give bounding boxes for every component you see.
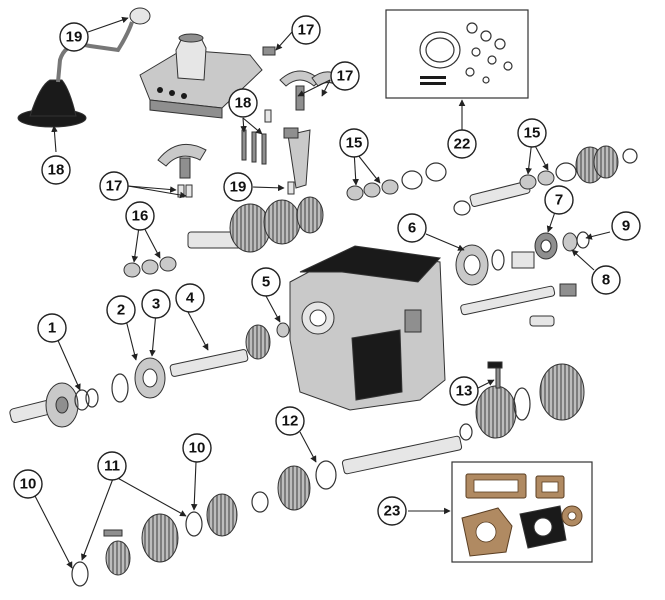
pilot-bearing (276, 322, 290, 338)
svg-text:6: 6 (408, 220, 416, 237)
callout-18: 18 (228, 88, 258, 118)
callout-7: 7 (544, 185, 574, 215)
shift-lever (56, 7, 151, 83)
shift-fork-left (157, 143, 207, 179)
idler-shaft (453, 181, 531, 216)
callout-9: 9 (611, 211, 641, 241)
callout-19: 17 (291, 15, 321, 45)
snap-ring (111, 373, 129, 403)
svg-text:5: 5 (262, 274, 270, 291)
callout-8: 8 (591, 265, 621, 295)
needle-bearings-left (123, 256, 177, 278)
leader-lines (33, 16, 611, 569)
svg-text:18: 18 (235, 95, 252, 112)
seal-kit-box (385, 9, 529, 99)
svg-text:10: 10 (189, 440, 206, 457)
mainshaft (341, 423, 473, 475)
needle-bearings-upper (346, 162, 447, 201)
svg-text:4: 4 (186, 290, 195, 307)
input-bearing (134, 357, 166, 399)
svg-text:9: 9 (622, 218, 630, 235)
svg-text:19: 19 (66, 29, 83, 46)
rear-bearing (455, 244, 505, 286)
shift-boot (17, 79, 87, 128)
first-gear (141, 493, 238, 563)
svg-text:1: 1 (48, 320, 56, 337)
svg-text:2: 2 (117, 302, 125, 319)
callout-17-left: 17 (99, 171, 129, 201)
shift-knob (129, 7, 151, 25)
svg-text:11: 11 (104, 458, 120, 475)
callout-5: 5 (251, 267, 281, 297)
input-shaft (169, 324, 271, 377)
callout-1: 1 (37, 313, 67, 343)
callout-2: 2 (106, 295, 136, 325)
svg-text:19: 19 (230, 179, 247, 196)
svg-text:12: 12 (282, 413, 299, 430)
svg-text:17: 17 (106, 178, 123, 195)
svg-text:15: 15 (524, 125, 541, 142)
callout-3: 3 (141, 289, 171, 319)
front-bearing-retainer (9, 382, 99, 428)
svg-text:13: 13 (456, 383, 473, 400)
callout-17-upper: 17 (330, 61, 360, 91)
callout-15-left: 16 (125, 201, 155, 231)
svg-text:16: 16 (132, 208, 149, 225)
callout-13: 13 (449, 376, 479, 406)
svg-text:15: 15 (346, 135, 363, 152)
callout-4: 4 (175, 283, 205, 313)
callout-11: 11 (97, 451, 127, 481)
low-reverse-gear (71, 529, 131, 587)
synchro-assembly (475, 361, 585, 439)
callout-16: 19 (223, 172, 253, 202)
bearing-spacer (511, 251, 535, 269)
callout-12: 12 (275, 406, 305, 436)
svg-text:22: 22 (454, 136, 471, 153)
svg-text:23: 23 (384, 503, 401, 520)
detent-springs (241, 129, 267, 165)
callout-6: 6 (397, 213, 427, 243)
second-gear (251, 460, 337, 513)
svg-text:18: 18 (48, 162, 65, 179)
callout-15-upper: 15 (339, 128, 369, 158)
callout-10-left: 10 (13, 469, 43, 499)
callout-22: 22 (447, 129, 477, 159)
callout-23: 23 (377, 496, 407, 526)
shift-fork-center (283, 127, 311, 189)
reverse-idler-gear (519, 145, 638, 190)
gasket-kit-box (451, 461, 593, 563)
cluster-gear (187, 196, 324, 253)
svg-text:10: 10 (20, 476, 37, 493)
callout-20: 18 (41, 155, 71, 185)
svg-text:3: 3 (152, 296, 160, 313)
callout-21: 19 (59, 22, 89, 52)
svg-text:7: 7 (555, 192, 563, 209)
cover-plug (262, 46, 276, 56)
svg-text:17: 17 (337, 68, 354, 85)
shift-cover (139, 33, 263, 119)
callout-14: 15 (517, 118, 547, 148)
callout-10-center: 10 (182, 433, 212, 463)
rear-seal (534, 232, 558, 260)
svg-text:8: 8 (602, 272, 610, 289)
svg-text:17: 17 (298, 22, 315, 39)
countershaft (460, 283, 577, 327)
transmission-case (289, 245, 446, 411)
thrust-washer (562, 231, 590, 252)
